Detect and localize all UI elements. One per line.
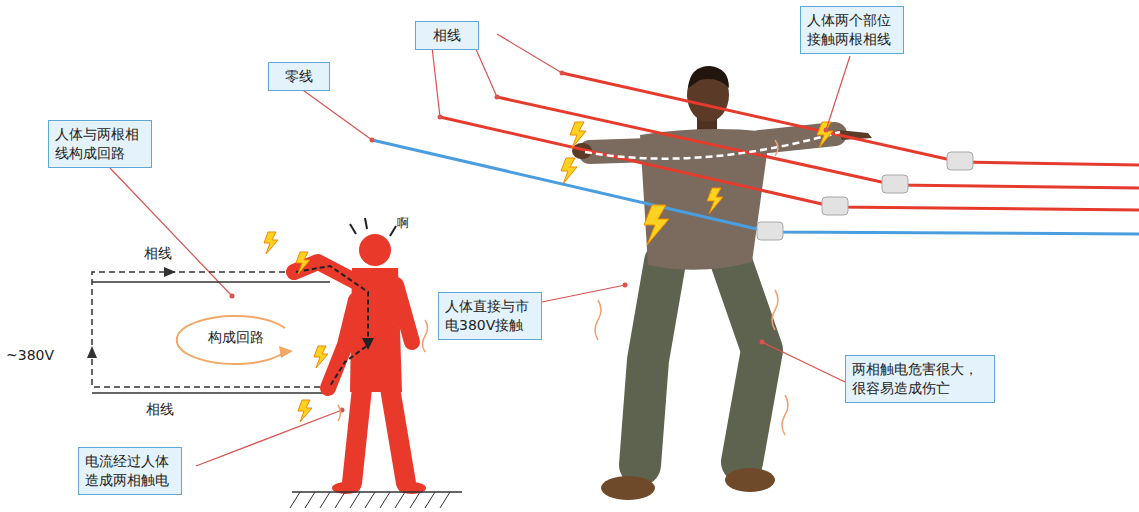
- callout-box: 人体直接与市 电380V接触: [438, 292, 542, 340]
- leader-line: [497, 34, 562, 73]
- leader-line: [110, 168, 232, 296]
- current-path: [296, 266, 368, 386]
- hair: [688, 66, 729, 88]
- lightning-bolt: [644, 205, 669, 245]
- figure-leg: [352, 388, 362, 483]
- callout-text: 人体直接与市 电380V接触: [445, 297, 535, 335]
- phase-wire: [440, 117, 1139, 210]
- lightning-bolt: [817, 122, 833, 148]
- phase-line: [92, 392, 330, 394]
- text-label: 相线: [146, 400, 174, 418]
- current-path: [585, 132, 840, 159]
- callout-text: 人体与两根相 线构成回路: [55, 125, 145, 163]
- leader-dot: [623, 283, 628, 288]
- insulator: [882, 175, 908, 193]
- figure-leg: [390, 388, 406, 483]
- leader-line: [475, 47, 497, 97]
- shake-mark: [338, 405, 341, 421]
- current-loop: [92, 272, 320, 387]
- lightning-bolt: [561, 158, 577, 184]
- leader-line: [542, 285, 625, 302]
- loop-arrow: [177, 316, 285, 364]
- leader-line: [196, 410, 342, 466]
- text-label: 相线: [144, 244, 172, 262]
- shock-mark: [350, 224, 356, 234]
- callout-text: 零线: [275, 67, 323, 86]
- lightning-bolt: [314, 346, 328, 368]
- jeans-leg: [640, 262, 665, 465]
- jeans-leg: [730, 258, 762, 462]
- shake-mark: [782, 395, 788, 435]
- callout-box: 两相触电危害很大， 很容易造成伤亡: [845, 355, 995, 403]
- shake-mark: [775, 140, 778, 156]
- text-label: 构成回路: [208, 328, 264, 346]
- leader-line: [826, 56, 850, 130]
- lightning-bolt: [296, 252, 310, 274]
- shoe: [601, 476, 655, 500]
- figure-arm: [328, 300, 356, 388]
- callout-box: 零线: [268, 62, 330, 91]
- callout-box: 人体两个部位 接触两根相线: [800, 6, 904, 54]
- leader-dot: [495, 95, 500, 100]
- phase-line: [92, 281, 330, 283]
- callout-text: 人体两个部位 接触两根相线: [807, 11, 897, 49]
- figure-arm: [396, 285, 412, 342]
- shock-mark: [365, 218, 367, 229]
- callout-box: 电流经过人体 造成两相触电: [78, 447, 182, 495]
- insulator: [757, 222, 783, 240]
- leader-line: [432, 47, 440, 117]
- callout-box: 人体与两根相 线构成回路: [48, 120, 152, 168]
- shock-mark: [390, 226, 396, 236]
- figure-head: [359, 234, 391, 266]
- leader-line: [762, 342, 845, 382]
- leader-dot: [230, 294, 235, 299]
- lightning-bolt: [570, 122, 586, 148]
- leader-dot: [370, 138, 375, 143]
- phase-wire: [497, 97, 1139, 188]
- ground-line: [292, 491, 462, 493]
- text-label: 啊: [397, 214, 409, 232]
- arrow-head: [279, 346, 293, 358]
- shake-mark: [595, 300, 601, 340]
- shoe: [725, 468, 775, 492]
- leader-dot: [824, 128, 829, 133]
- callout-box: 相线: [415, 21, 479, 50]
- insulator: [947, 152, 973, 170]
- arrow-head: [362, 338, 374, 350]
- leader-dot: [760, 340, 765, 345]
- callout-text: 两相触电危害很大， 很容易造成伤亡: [852, 360, 988, 398]
- shake-mark: [772, 290, 778, 330]
- lightning-bolt: [298, 400, 312, 422]
- leader-line: [300, 88, 372, 140]
- arrow-head: [87, 346, 97, 358]
- lightning-bolt: [707, 188, 723, 214]
- lightning-bolt: [264, 232, 278, 254]
- phase-wire: [562, 73, 1139, 165]
- arrow-head: [164, 267, 176, 277]
- neutral-wire: [372, 140, 1139, 234]
- shake-mark: [423, 320, 428, 352]
- insulator: [822, 197, 848, 215]
- text-label: ~380V: [6, 346, 54, 364]
- callout-text: 电流经过人体 造成两相触电: [85, 452, 175, 490]
- callout-text: 相线: [422, 26, 472, 45]
- leader-dot: [560, 71, 565, 76]
- leader-dot: [438, 115, 443, 120]
- ground-hatch: [290, 492, 450, 508]
